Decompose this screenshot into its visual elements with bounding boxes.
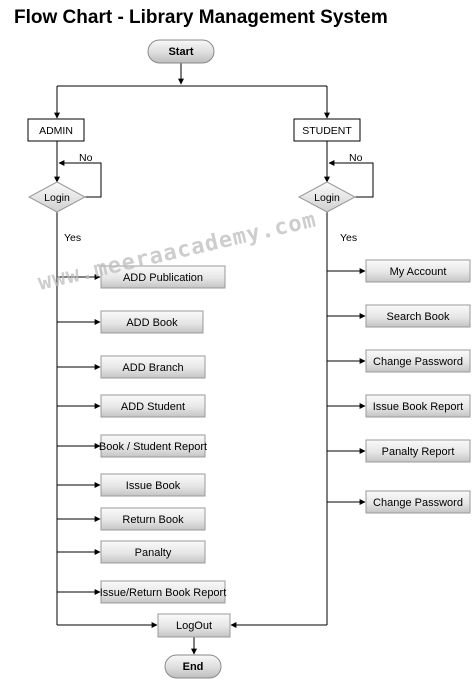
student-no-label: No — [349, 152, 363, 164]
admin-node: ADMIN — [27, 118, 85, 142]
end-node: End — [164, 654, 222, 679]
admin-label: ADMIN — [39, 125, 73, 137]
student-action-box: Change Password — [365, 490, 471, 514]
student-action-label: My Account — [390, 266, 447, 278]
logout-label: LogOut — [176, 620, 212, 632]
logout-node: LogOut — [157, 613, 231, 638]
admin-action-box: ADD Publication — [100, 265, 226, 289]
end-label: End — [183, 661, 204, 673]
start-node: Start — [147, 39, 215, 64]
student-action-box: Issue Book Report — [365, 394, 471, 418]
student-action-box: Change Password — [365, 349, 471, 373]
admin-action-box: Return Book — [100, 507, 206, 531]
admin-action-box: ADD Student — [100, 394, 206, 418]
admin-action-label: ADD Book — [126, 317, 178, 329]
admin-actions: ADD Publication ADD Book ADD Branch ADD … — [99, 265, 227, 604]
admin-action-label: Issue/Return Book Report — [100, 587, 227, 599]
admin-action-box: ADD Book — [100, 310, 204, 334]
student-action-label: Issue Book Report — [373, 401, 464, 413]
student-node: STUDENT — [293, 118, 361, 142]
start-label: Start — [168, 46, 193, 58]
admin-no-label: No — [79, 152, 93, 164]
student-yes-label: Yes — [340, 232, 357, 244]
admin-yes-label: Yes — [64, 232, 81, 244]
connectors — [54, 63, 374, 655]
admin-action-box: ADD Branch — [100, 355, 206, 379]
student-action-label: Panalty Report — [382, 446, 455, 458]
admin-action-label: Return Book — [122, 514, 184, 526]
student-action-box: Search Book — [365, 304, 471, 328]
page-title: Flow Chart - Library Management System — [14, 7, 388, 28]
student-action-label: Change Password — [373, 497, 463, 509]
student-action-label: Change Password — [373, 356, 463, 368]
admin-action-label: ADD Branch — [122, 362, 183, 374]
admin-action-box: Panalty — [100, 540, 206, 564]
student-action-box: Panalty Report — [365, 439, 471, 463]
admin-action-label: Issue Book — [126, 480, 181, 492]
admin-action-box: Book / Student Report — [99, 434, 207, 458]
admin-action-label: ADD Student — [121, 401, 185, 413]
admin-action-label: Book / Student Report — [99, 441, 207, 453]
student-actions: My Account Search Book Change Password I… — [365, 259, 471, 514]
student-action-label: Search Book — [387, 311, 450, 323]
student-action-box: My Account — [365, 259, 471, 283]
admin-login-decision: Login — [27, 181, 87, 213]
student-login-decision: Login — [297, 181, 357, 213]
student-label: STUDENT — [302, 125, 352, 137]
admin-action-box: Issue/Return Book Report — [100, 580, 227, 604]
student-login-label: Login — [314, 192, 340, 204]
admin-action-box: Issue Book — [100, 473, 206, 497]
admin-action-label: ADD Publication — [123, 272, 203, 284]
admin-action-label: Panalty — [135, 547, 172, 559]
admin-login-label: Login — [44, 192, 70, 204]
